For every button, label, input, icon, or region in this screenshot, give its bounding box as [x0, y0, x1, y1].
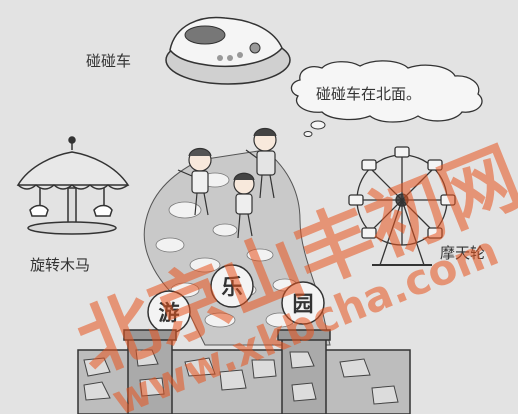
label-ferris-wheel: 摩天轮 — [440, 244, 485, 262]
stone-wall — [77, 329, 411, 414]
sign-char: 园 — [293, 292, 314, 316]
sign-char: 游 — [159, 301, 180, 325]
speech-bubble-text: 碰碰车在北面。 — [316, 85, 421, 103]
bumper-car — [165, 16, 291, 85]
park-sign: 游 乐 园 — [147, 264, 325, 334]
sign-char: 乐 — [222, 275, 243, 299]
children — [177, 127, 277, 239]
merry-go-round — [16, 136, 130, 235]
sign-circle: 游 — [147, 290, 191, 334]
ferris-wheel — [348, 146, 456, 266]
speech-bubble — [290, 60, 483, 137]
sign-circle: 乐 — [210, 264, 254, 308]
label-merry-go-round: 旋转木马 — [30, 256, 90, 274]
label-bumper-car: 碰碰车 — [86, 52, 131, 70]
sign-circle: 园 — [281, 281, 325, 325]
